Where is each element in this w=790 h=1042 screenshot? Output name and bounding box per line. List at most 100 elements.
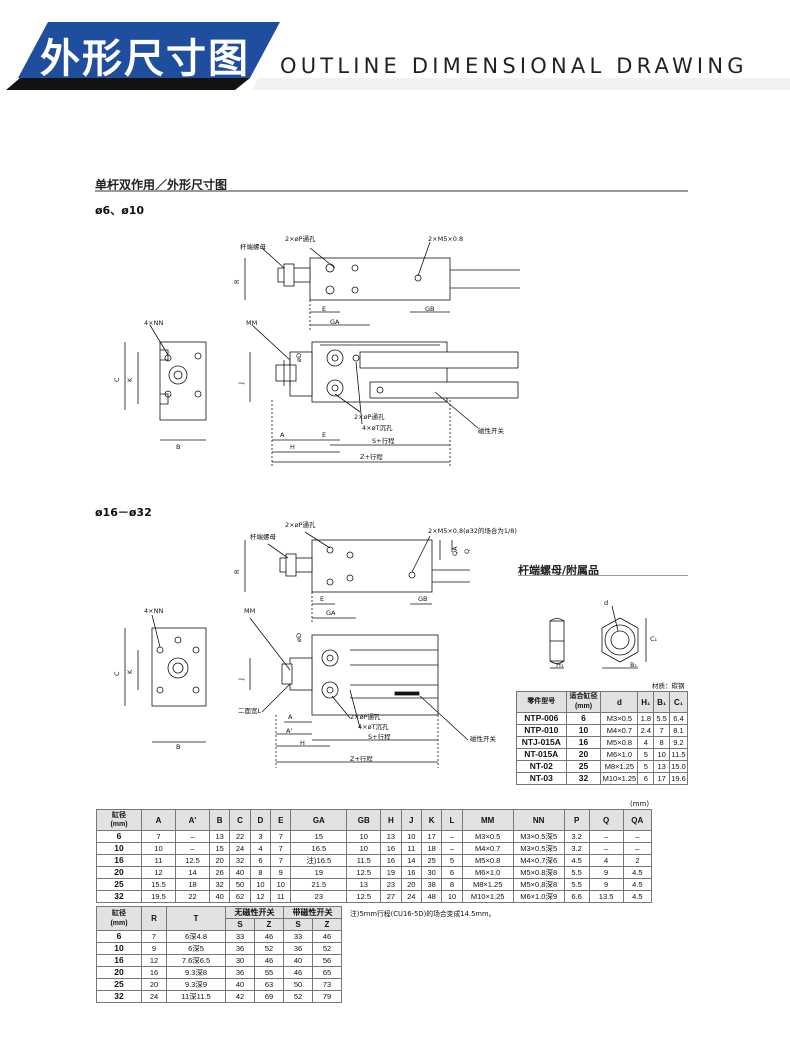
table-cell: – [622, 842, 653, 855]
table-cell: M4×0.7 [600, 724, 639, 737]
nut-h1-label: H₁ [556, 661, 564, 669]
table-cell: M3×0.5 [600, 712, 639, 725]
table-cell: 5 [441, 854, 463, 867]
table-cell: 46 [254, 954, 284, 967]
table-cell: 4.5 [622, 866, 653, 879]
rt-th-t: T [166, 906, 226, 931]
table-cell: M5×0.8 [461, 854, 514, 867]
d2-z-label: Z+行程 [350, 755, 373, 763]
table-cell: 32 [96, 890, 142, 903]
table-cell: 27 [380, 890, 402, 903]
table-cell: NT-03 [516, 772, 567, 785]
table-cell: M6×1.0 [461, 866, 514, 879]
banner-title: 外形尺寸图 [40, 36, 250, 82]
d2-e-label: E [320, 595, 325, 603]
table-cell: M3×0.5 [461, 830, 514, 843]
d2-width-l-label: 二面宽L [238, 707, 262, 715]
rt-th-s2: S [283, 918, 313, 931]
d1-m5-label: 2×M5×0.8 [428, 235, 464, 243]
dim-header-cell: GA [290, 809, 348, 831]
table-cell: 7 [270, 842, 292, 855]
table-cell: 6 [637, 772, 655, 785]
table-cell: 32 [96, 990, 142, 1003]
table-cell: 50 [229, 878, 251, 891]
dim-header-cell: J [400, 809, 422, 831]
table-cell: 36 [225, 966, 255, 979]
table-cell: M4×0.7深6 [512, 854, 565, 867]
table-cell: 10 [441, 890, 463, 903]
table-cell: 40 [208, 890, 231, 903]
table-cell: 10 [653, 748, 671, 761]
dim-header-cell: H [380, 809, 402, 831]
d1-e2-label: E [322, 431, 327, 439]
table-cell: 6 [441, 866, 463, 879]
table-cell: 10 [346, 830, 382, 843]
d1-d-label: øD [295, 353, 303, 362]
d1-s-label: S+行程 [372, 437, 395, 445]
table-cell: 6.4 [669, 712, 688, 725]
table-cell: 25 [565, 760, 602, 773]
table-cell: 15.5 [141, 878, 176, 891]
table-cell: 16 [96, 954, 142, 967]
drawing2-graphic [124, 531, 470, 768]
table-cell: 16 [565, 736, 602, 749]
table-cell: 4.5 [622, 878, 653, 891]
table-cell: 3.2 [563, 830, 590, 843]
table-cell: 8 [441, 878, 463, 891]
table-cell: 11 [141, 854, 176, 867]
table-cell: M8×1.25 [600, 760, 639, 773]
table-cell: 20 [400, 878, 422, 891]
table-cell: 15.0 [669, 760, 688, 773]
table-cell: 7 [141, 930, 167, 943]
table-cell: M3×0.5深5 [512, 842, 565, 855]
nut-b1-label: B₁ [630, 661, 638, 669]
table-cell: 33 [225, 930, 255, 943]
d1-z-label: Z+行程 [360, 453, 383, 461]
dim-header-cell: NN [512, 809, 565, 831]
table-cell: 42 [225, 990, 255, 1003]
table-cell: 40 [225, 978, 255, 991]
table-cell: 5.5 [653, 712, 671, 725]
table-cell: 10 [141, 842, 176, 855]
table-cell: – [588, 830, 624, 843]
d2-r-label: R [233, 569, 241, 574]
table-cell: 22 [175, 890, 210, 903]
table-cell: 52 [254, 942, 284, 955]
table-cell: 65 [312, 966, 342, 979]
table-cell: M10×1.25 [600, 772, 639, 785]
section-title: 单杆双作用／外形尺寸图 [95, 178, 228, 192]
rt-th-with-switch: 带磁性开关 [283, 906, 342, 919]
table-cell: 20 [96, 966, 142, 979]
d1-ga-label: GA [330, 318, 340, 326]
table-cell: 40 [229, 866, 251, 879]
table-cell: 12.5 [346, 866, 382, 879]
table-cell: 8.1 [669, 724, 688, 737]
nut-d-label: d [604, 599, 609, 607]
table-cell: 46 [254, 930, 284, 943]
table-cell: 11.5 [669, 748, 688, 761]
table-cell: 16 [96, 854, 142, 867]
drawing1-graphic [124, 241, 520, 468]
table-cell: 23 [380, 878, 402, 891]
nut-material: 材质：碳钢 [652, 682, 685, 690]
dim-header-cell: GB [346, 809, 382, 831]
table-cell: 9.3深9 [166, 978, 226, 991]
nut-th-part: 零件型号 [516, 691, 567, 713]
table-cell: 7 [270, 854, 292, 867]
d1-rod-nut-label: 杆端螺母 [240, 243, 266, 251]
d2-mm-label: MM [244, 607, 256, 615]
section-rule [95, 190, 688, 192]
table-cell: 30 [420, 866, 443, 879]
dim-header-cell: A [141, 809, 176, 831]
table-cell: 56 [312, 954, 342, 967]
table-cell: NTP-010 [516, 724, 567, 737]
table-cell: 7.6深6.5 [166, 954, 226, 967]
